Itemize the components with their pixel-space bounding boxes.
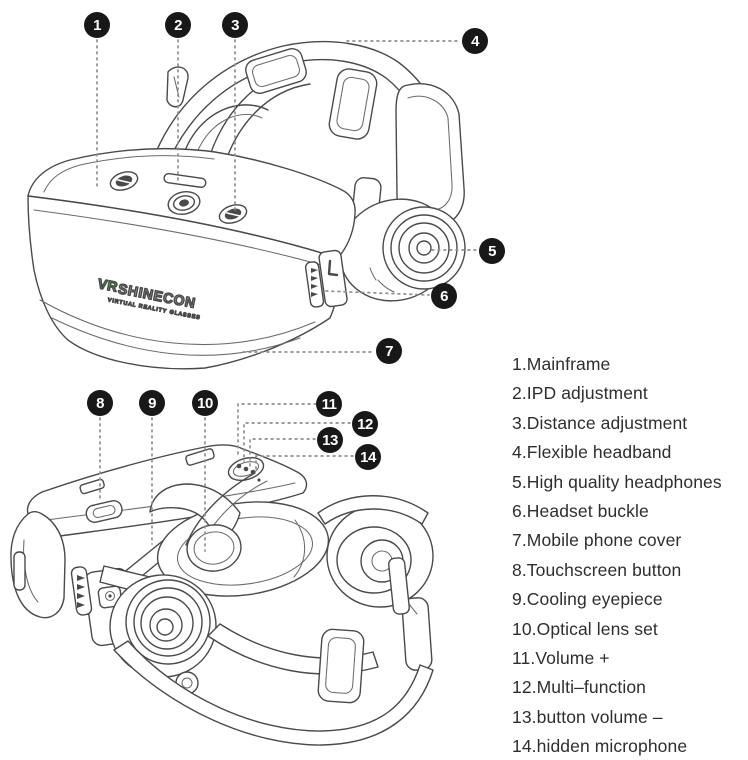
callout-badge-13: 13 — [317, 427, 343, 453]
latch-center — [185, 448, 215, 466]
callout-badge-6: 6 — [431, 283, 457, 309]
headphone-right — [339, 177, 466, 302]
mobile-phone-cover — [27, 195, 340, 370]
legend-item-14: 14.hidden microphone — [512, 736, 688, 757]
mainframe-body: VR SHINECON VIRTUAL REALITY GLASSES — [27, 148, 356, 370]
callout-badge-4: 4 — [462, 28, 488, 54]
legend-item-1: 1.Mainframe — [512, 354, 611, 374]
mainframe-front-cap — [10, 511, 66, 619]
callout-badge-2: 2 — [165, 12, 191, 38]
brand-vr-text: VR — [96, 275, 119, 295]
legend-item-5: 5.High quality headphones — [512, 471, 722, 492]
callout-badge-14: 14 — [355, 444, 381, 470]
legend-item-9: 9.Cooling eyepiece — [512, 589, 663, 610]
strap-pad — [317, 628, 365, 704]
callout-badge-1: 1 — [84, 12, 110, 38]
volume-plus-button — [236, 463, 242, 469]
touchscreen-button — [85, 500, 123, 523]
callout-badge-11: 11 — [316, 391, 342, 417]
legend-item-10: 10.Optical lens set — [512, 618, 658, 639]
callout-badge-7: 7 — [376, 338, 402, 364]
headset-front-view-drawing: VR SHINECON VIRTUAL REALITY GLASSES — [27, 41, 466, 370]
center-dial — [163, 172, 207, 215]
headset-rear-view-drawing — [10, 444, 434, 746]
leader-14 — [255, 455, 354, 473]
leader-6 — [325, 290, 430, 296]
hidden-microphone-hole — [257, 478, 261, 482]
optical-lens — [186, 524, 242, 572]
leader-11 — [237, 403, 317, 456]
legend-item-4: 4.Flexible headband — [512, 442, 672, 463]
button-cluster — [227, 456, 265, 482]
callout-badge-10: 10 — [192, 390, 218, 416]
legend-item-6: 6.Headset buckle — [512, 501, 649, 522]
legend-item-7: 7.Mobile phone cover — [512, 530, 682, 551]
legend-item-3: 3.Distance adjustment — [512, 412, 688, 433]
strap-hook — [166, 66, 189, 108]
callout-badge-3: 3 — [222, 12, 248, 38]
multi-function-button — [243, 466, 249, 472]
callout-badge-5: 5 — [479, 238, 505, 264]
latch-left — [79, 478, 105, 495]
brand-logo: VR SHINECON VIRTUAL REALITY GLASSES — [96, 275, 202, 322]
legend-item-8: 8.Touchscreen button — [512, 559, 682, 580]
headphone-right-rear — [317, 495, 434, 615]
legend-list: 1.Mainframe 2.IPD adjustment 3.Distance ad… — [512, 350, 748, 760]
callout-badge-8: 8 — [87, 390, 113, 416]
legend-item-11: 11.Volume + — [512, 648, 610, 669]
rear-head-pad — [395, 83, 465, 228]
legend-item-13: 13.button volume – — [512, 706, 663, 727]
callout-badge-9: 9 — [139, 390, 165, 416]
ipd-adjustment-knob — [109, 171, 139, 191]
callout-badge-12: 12 — [352, 411, 378, 437]
distance-adjustment-knob — [218, 204, 248, 224]
legend-item-12: 12.Multi–function — [512, 677, 647, 698]
headset-buckle — [304, 249, 348, 308]
leader-12 — [243, 422, 351, 462]
head-straps — [113, 623, 434, 746]
leader-lines — [96, 39, 478, 552]
legend-item-2: 2.IPD adjustment — [512, 383, 648, 404]
